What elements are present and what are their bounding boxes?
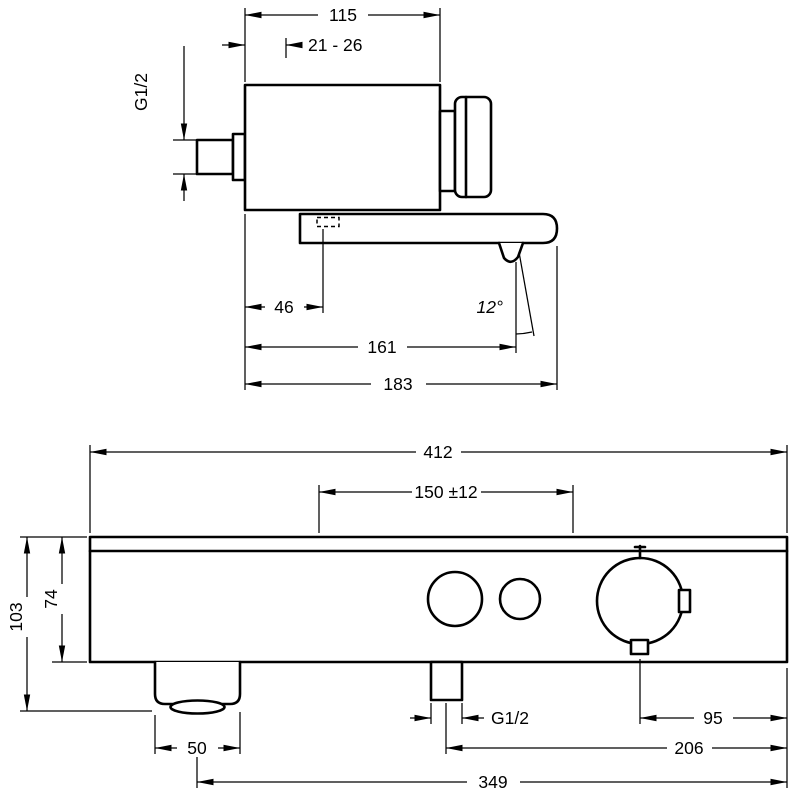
front-view-dimension-lines bbox=[20, 445, 788, 788]
dim-label-thread-front: G1/2 bbox=[491, 708, 529, 728]
spout-outlet bbox=[497, 241, 525, 264]
dim-label-total-width: 412 bbox=[423, 442, 452, 462]
dim-label-dial-to-edge: 95 bbox=[703, 708, 722, 728]
select-button-right bbox=[498, 577, 542, 621]
dim-label-connector-width: 50 bbox=[187, 738, 207, 758]
select-button-left bbox=[426, 570, 484, 628]
dim-label-total-depth: 183 bbox=[383, 374, 412, 394]
dim-label-total-height: 103 bbox=[6, 602, 26, 631]
side-view: 115 21 - 26 G1/2 46 12° 161 183 bbox=[131, 5, 559, 394]
dim-label-outlet-to-edge: 206 bbox=[674, 738, 703, 758]
dim-label-spout-reach: 161 bbox=[367, 337, 396, 357]
front-view: 412 150 ±12 103 74 50 G1/2 95 206 349 bbox=[6, 442, 789, 792]
dim-label-body-width: 115 bbox=[329, 5, 357, 25]
dim-label-spout-angle: 12° bbox=[477, 297, 503, 317]
side-view-dimension-lines bbox=[173, 8, 558, 390]
thread-flange bbox=[231, 132, 247, 182]
threaded-outlet bbox=[429, 660, 464, 702]
dial-side-tab bbox=[677, 588, 692, 614]
dim-label-wall-range: 21 - 26 bbox=[308, 35, 362, 55]
dim-label-connector-to-edge: 349 bbox=[478, 772, 507, 792]
dim-label-body-height: 74 bbox=[41, 589, 61, 609]
front-view-outline bbox=[88, 535, 789, 715]
dim-label-thread-side: G1/2 bbox=[131, 73, 151, 111]
dim-label-connection-spacing: 150 ±12 bbox=[414, 482, 477, 502]
handle-knob bbox=[453, 95, 493, 199]
handle-neck bbox=[438, 109, 457, 193]
left-connector bbox=[153, 660, 242, 706]
wall-thread-connector bbox=[195, 138, 235, 176]
mixer-body-side bbox=[243, 83, 442, 212]
diverter-hidden-outline bbox=[316, 216, 340, 228]
side-view-outline bbox=[195, 83, 559, 264]
dial-bottom-tab bbox=[629, 638, 650, 656]
dim-label-spout-offset: 46 bbox=[274, 297, 293, 317]
left-connector-base bbox=[169, 699, 226, 715]
temperature-dial bbox=[595, 556, 685, 646]
spout bbox=[298, 212, 559, 245]
